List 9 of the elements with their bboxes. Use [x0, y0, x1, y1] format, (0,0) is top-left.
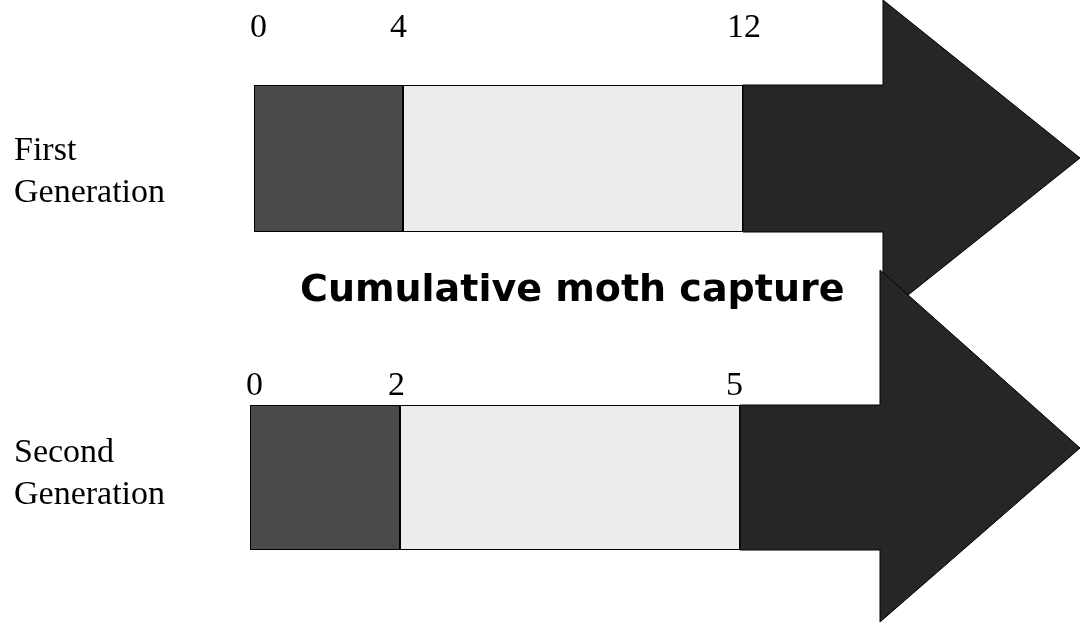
tick-label: 2: [388, 364, 405, 404]
row-label: Second Generation: [14, 431, 167, 513]
row-label: First Generation: [14, 129, 167, 211]
tick-label: 0: [246, 364, 263, 404]
tick-label: 5: [726, 364, 743, 404]
tick-label: 12: [727, 6, 761, 46]
chart-title: Cumulative moth capture: [300, 268, 845, 308]
tick-label: 4: [390, 6, 407, 46]
tick-label: 0: [250, 6, 267, 46]
